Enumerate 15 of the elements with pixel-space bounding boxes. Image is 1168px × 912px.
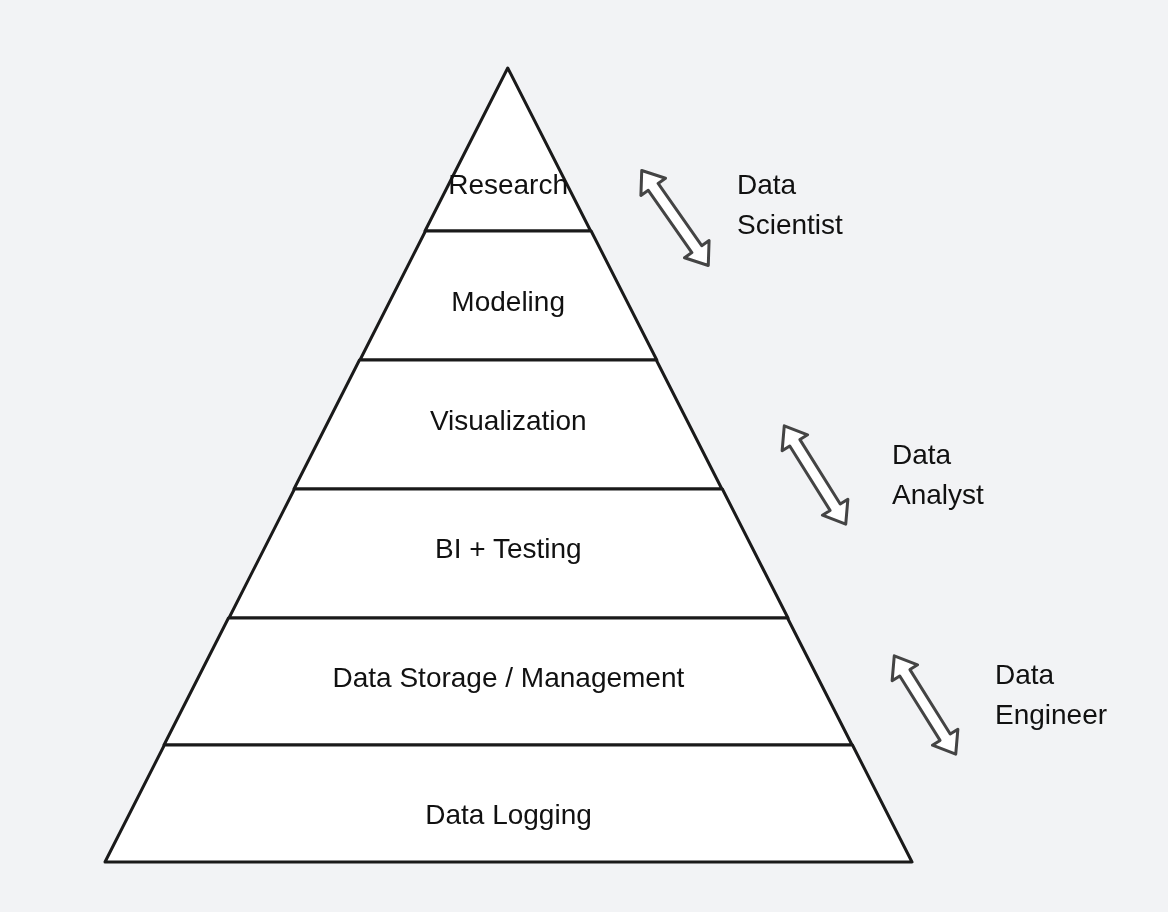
role-label: Data Scientist xyxy=(737,168,844,242)
pyramid-apex-tier xyxy=(425,68,591,231)
tier-label: BI + Testing xyxy=(435,533,582,565)
pyramid-tier xyxy=(164,618,853,745)
tier-label: Data Storage / Management xyxy=(332,662,685,694)
pyramid-tier xyxy=(228,489,788,618)
pyramid-tier xyxy=(294,360,723,489)
tier-label: Visualization xyxy=(429,405,587,437)
role-label: Data Engineer xyxy=(995,658,1109,732)
pyramid-tier xyxy=(105,745,912,862)
tier-label: Modeling xyxy=(451,286,565,318)
tier-label: Research xyxy=(448,169,568,201)
tier-label: Data Logging xyxy=(425,799,592,831)
role-label: Data Analyst xyxy=(892,438,985,512)
pyramid-tier xyxy=(359,231,657,360)
